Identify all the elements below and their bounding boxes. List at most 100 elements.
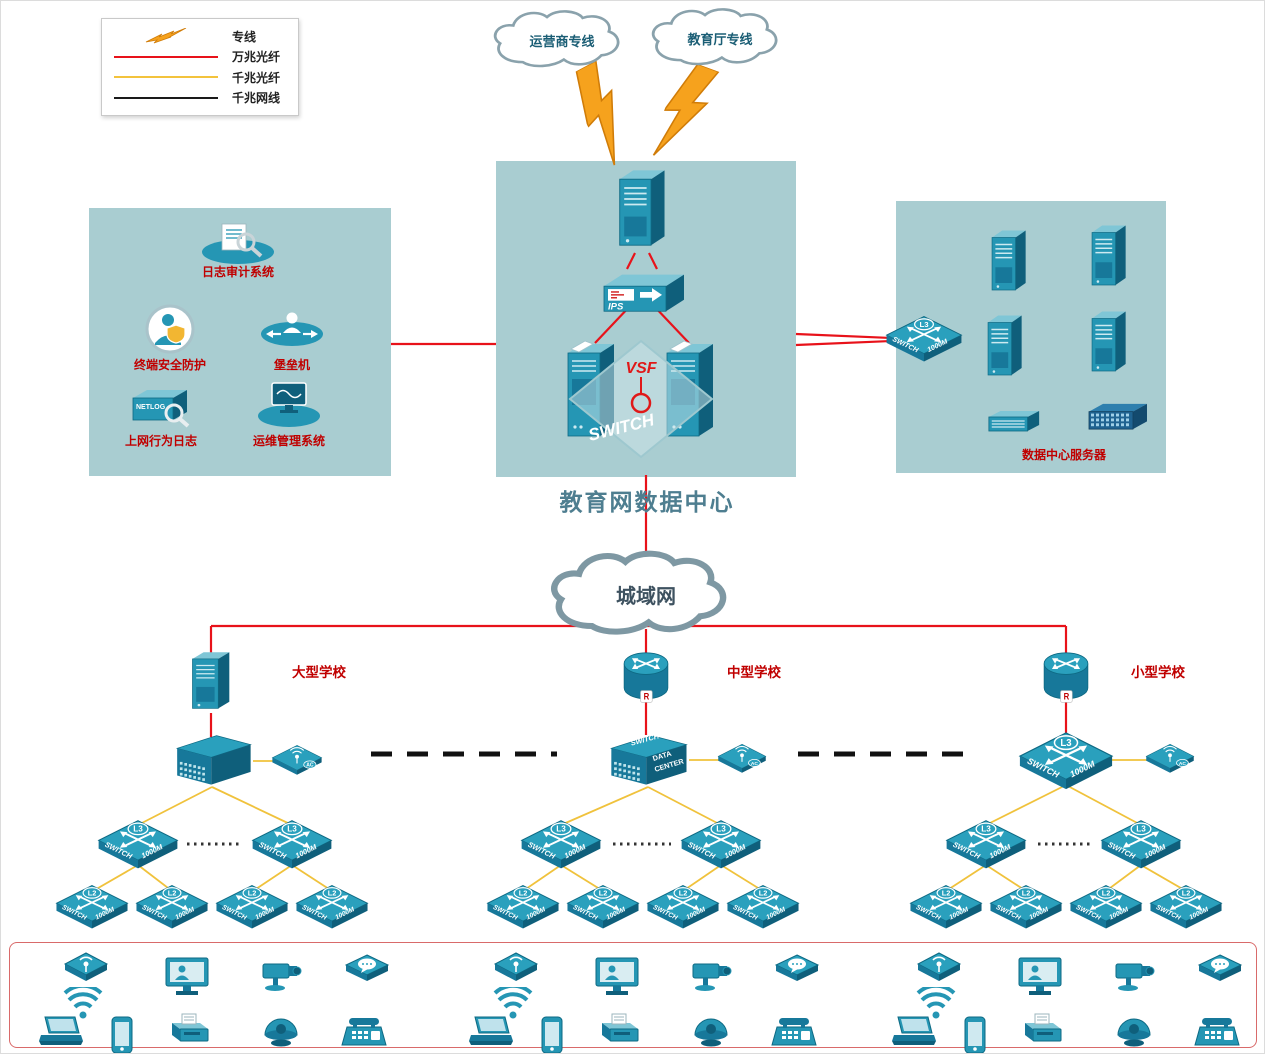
svg-text:L2: L2 (759, 888, 768, 897)
chat-terminal-icon-g3 (1197, 953, 1243, 991)
ip-camera-icon-g1 (257, 956, 305, 994)
bastion-host-icon (259, 306, 325, 350)
legend-label: 千兆网线 (232, 91, 281, 106)
terminal-protect-label: 终端安全防护 (133, 358, 207, 372)
education-cloud: 教育厅专线 (645, 4, 795, 72)
svg-text:R: R (644, 691, 650, 702)
chat-terminal-icon-g2 (774, 953, 820, 991)
datacenter-firewall-icon (613, 166, 669, 254)
datacenter-title: 教育网数据中心 (559, 490, 735, 515)
terminal-devices-panel (9, 942, 1257, 1048)
yellow-line-icon (112, 76, 220, 79)
chat-terminal-icon-g1 (344, 953, 390, 991)
dc-server-1-icon (987, 227, 1029, 297)
svg-text:L3: L3 (133, 824, 143, 833)
ops-system-icon (256, 379, 322, 427)
cloud-icon (651, 8, 778, 66)
cloud-icon (493, 10, 620, 68)
smartphone-icon-g2 (537, 1015, 567, 1053)
printer-icon-g1 (164, 1009, 212, 1045)
netlog-label: 上网行为日志 (124, 434, 198, 448)
small-ac-icon: AC (1143, 741, 1197, 775)
svg-text:IPS: IPS (608, 301, 624, 311)
legend-item-dedicated: 专线 (112, 27, 288, 45)
medium-school-label: 中型学校 (727, 665, 781, 680)
wireless-ap-icon-g1 (63, 951, 109, 989)
carrier-cloud-label: 运营商专线 (529, 33, 595, 49)
dome-camera-icon-g3 (1113, 1015, 1155, 1049)
wifi-signal-icon-g1 (63, 987, 103, 1021)
lightning-link-education (650, 59, 723, 165)
printer-icon-g3 (1017, 1009, 1065, 1045)
svg-text:R: R (1064, 691, 1070, 702)
large-school-label: 大型学校 (292, 665, 346, 680)
svg-text:AC: AC (751, 761, 758, 767)
legend-item-10g-fiber: 万兆光纤 (112, 48, 288, 66)
medium-ac-icon: AC (715, 741, 769, 775)
dome-camera-icon-g2 (690, 1015, 732, 1049)
svg-text:L2: L2 (328, 888, 337, 897)
svg-text:NETLOG: NETLOG (136, 404, 166, 411)
svg-text:L3: L3 (919, 320, 929, 329)
black-line-icon (112, 96, 220, 99)
wireless-ap-icon-g3 (916, 951, 962, 989)
svg-text:L2: L2 (1022, 888, 1031, 897)
education-cloud-label: 教育厅专线 (687, 31, 753, 47)
telephone-icon-g1 (340, 1015, 388, 1049)
dc-rack-2-icon (1085, 400, 1151, 433)
small-school-label: 小型学校 (1131, 665, 1185, 680)
carrier-cloud: 运营商专线 (487, 6, 637, 74)
dc-server-4-icon (1087, 308, 1129, 378)
svg-text:L2: L2 (88, 888, 97, 897)
large-core-switch-icon (170, 732, 256, 790)
svg-text:L2: L2 (1102, 888, 1111, 897)
lightning-icon (652, 63, 720, 156)
wifi-signal-icon-g2 (493, 987, 533, 1021)
log-audit-icon (198, 220, 278, 266)
dc-rack-1-icon (985, 407, 1043, 435)
netlog-device-icon: NETLOG (127, 382, 195, 430)
svg-text:L3: L3 (716, 824, 726, 833)
laptop-icon-g3 (888, 1015, 936, 1049)
lightning-icon (575, 59, 616, 166)
medium-router-icon: R (621, 651, 671, 705)
legend-label: 万兆光纤 (232, 50, 281, 65)
desktop-pc-icon-g3 (1016, 956, 1066, 1000)
wireless-ap-icon-g2 (493, 951, 539, 989)
large-gateway-icon (187, 649, 233, 715)
legend-item-1g-copper: 千兆网线 (112, 89, 288, 107)
wifi-signal-icon-g3 (916, 987, 956, 1021)
laptop-icon-g1 (35, 1015, 83, 1049)
svg-text:L3: L3 (1136, 824, 1146, 833)
legend-item-1g-fiber: 千兆光纤 (112, 68, 288, 86)
lightning-icon (112, 28, 220, 44)
dc-servers-label: 数据中心服务器 (1021, 448, 1107, 462)
svg-text:L2: L2 (519, 888, 528, 897)
legend-label: 专线 (232, 29, 257, 44)
svg-text:VSF: VSF (625, 360, 657, 377)
ip-camera-icon-g2 (687, 956, 735, 994)
svg-text:L2: L2 (679, 888, 688, 897)
svg-text:L3: L3 (1060, 738, 1071, 749)
telephone-icon-g3 (1193, 1015, 1241, 1049)
ip-camera-icon-g3 (1110, 956, 1158, 994)
legend: 专线 万兆光纤 千兆光纤 千兆网线 (101, 18, 299, 116)
desktop-pc-icon-g2 (593, 956, 643, 1000)
smartphone-icon-g1 (107, 1015, 137, 1053)
